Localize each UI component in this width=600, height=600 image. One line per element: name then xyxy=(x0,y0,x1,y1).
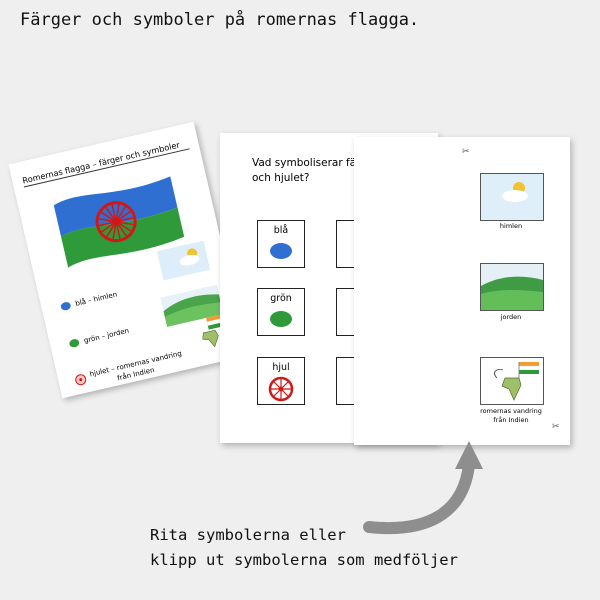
roma-flag-illustration xyxy=(53,176,185,268)
row-label-wheel: hjul xyxy=(272,362,290,373)
caption-line2: klipp ut symbolerna som medföljer xyxy=(150,551,458,569)
card-label-earth: jorden xyxy=(500,313,522,321)
card-label-india-line1: romernas vandring xyxy=(480,407,542,415)
label-box-blue: blå xyxy=(257,220,305,268)
curved-arrow-icon xyxy=(363,441,483,535)
legend-green: grön – jorden xyxy=(83,326,130,345)
green-scribble-icon xyxy=(270,311,292,327)
caption-line1: Rita symbolerna eller xyxy=(150,526,346,544)
cutout-card-earth[interactable] xyxy=(480,263,544,311)
row-label-green: grön xyxy=(270,293,292,304)
label-box-wheel: hjul xyxy=(257,357,305,405)
scissors-icon: ✂ xyxy=(552,422,560,432)
legend-blue: blå – himlen xyxy=(74,290,118,308)
page-title: Färger och symboler på romernas flagga. xyxy=(20,10,420,30)
sky-sun-icon xyxy=(156,240,211,281)
cutout-card-sky[interactable] xyxy=(480,173,544,221)
blue-scribble-icon xyxy=(270,243,292,259)
wheel-icon xyxy=(268,376,294,402)
grass-landscape-icon xyxy=(481,264,543,310)
question-line2: och hjulet? xyxy=(252,172,310,184)
flag-info-sheet: Romernas flagga – färger och symboler bl… xyxy=(8,121,248,399)
scissors-icon: ✂ xyxy=(462,147,470,157)
cutout-sheet: ✂ himlen jorden romernas vandring från I… xyxy=(354,137,570,445)
sky-sun-icon xyxy=(481,174,543,220)
india-map-flag-icon xyxy=(494,362,540,401)
card-label-india-line2: från Indien xyxy=(493,416,529,424)
row-label-blue: blå xyxy=(273,225,289,236)
cutout-card-india[interactable] xyxy=(480,357,544,405)
blue-scribble-icon xyxy=(60,302,71,311)
card-label-india: romernas vandring från Indien xyxy=(461,407,561,425)
grass-landscape-icon xyxy=(160,284,224,327)
green-scribble-icon xyxy=(69,339,80,348)
label-box-green: grön xyxy=(257,288,305,336)
wheel-icon xyxy=(75,374,87,386)
card-label-sky: himlen xyxy=(499,222,523,230)
